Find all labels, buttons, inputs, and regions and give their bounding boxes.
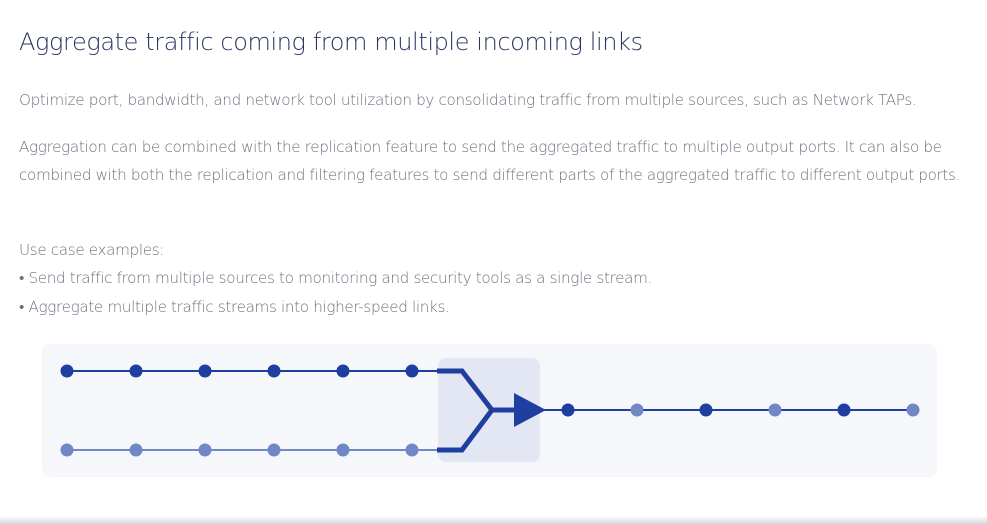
output-link-node xyxy=(906,403,920,417)
input-link-1-node xyxy=(336,364,350,378)
input-link-1-node xyxy=(129,364,143,378)
aggregation-diagram xyxy=(42,344,937,477)
input-link-2-node xyxy=(129,443,143,457)
input-link-2-node xyxy=(336,443,350,457)
input-link-1-node xyxy=(267,364,281,378)
output-link-node xyxy=(837,403,851,417)
input-link-2-node xyxy=(405,443,419,457)
output-link-node xyxy=(561,403,575,417)
intro-paragraph: Optimize port, bandwidth, and network to… xyxy=(19,91,917,109)
aggregation-diagram-graphic xyxy=(60,358,920,462)
output-link-node xyxy=(699,403,713,417)
output-link-node xyxy=(768,403,782,417)
use-case-list: • Send traffic from multiple sources to … xyxy=(19,264,652,322)
input-link-1-node xyxy=(198,364,212,378)
output-link-node xyxy=(630,403,644,417)
input-link-1-node xyxy=(60,364,74,378)
use-case-item: • Send traffic from multiple sources to … xyxy=(19,269,653,287)
input-link-1-node xyxy=(405,364,419,378)
input-link-2-node xyxy=(198,443,212,457)
merge-arrow-icon xyxy=(514,393,546,427)
input-link-2-node xyxy=(267,443,281,457)
page-title: Aggregate traffic coming from multiple i… xyxy=(19,28,643,56)
use-case-item: • Aggregate multiple traffic streams int… xyxy=(19,298,450,316)
footer-divider xyxy=(0,516,987,524)
detail-paragraph: Aggregation can be combined with the rep… xyxy=(19,138,961,184)
input-link-2-node xyxy=(60,443,74,457)
nodes-layer xyxy=(60,364,920,457)
use-cases-heading: Use case examples: xyxy=(19,241,165,259)
